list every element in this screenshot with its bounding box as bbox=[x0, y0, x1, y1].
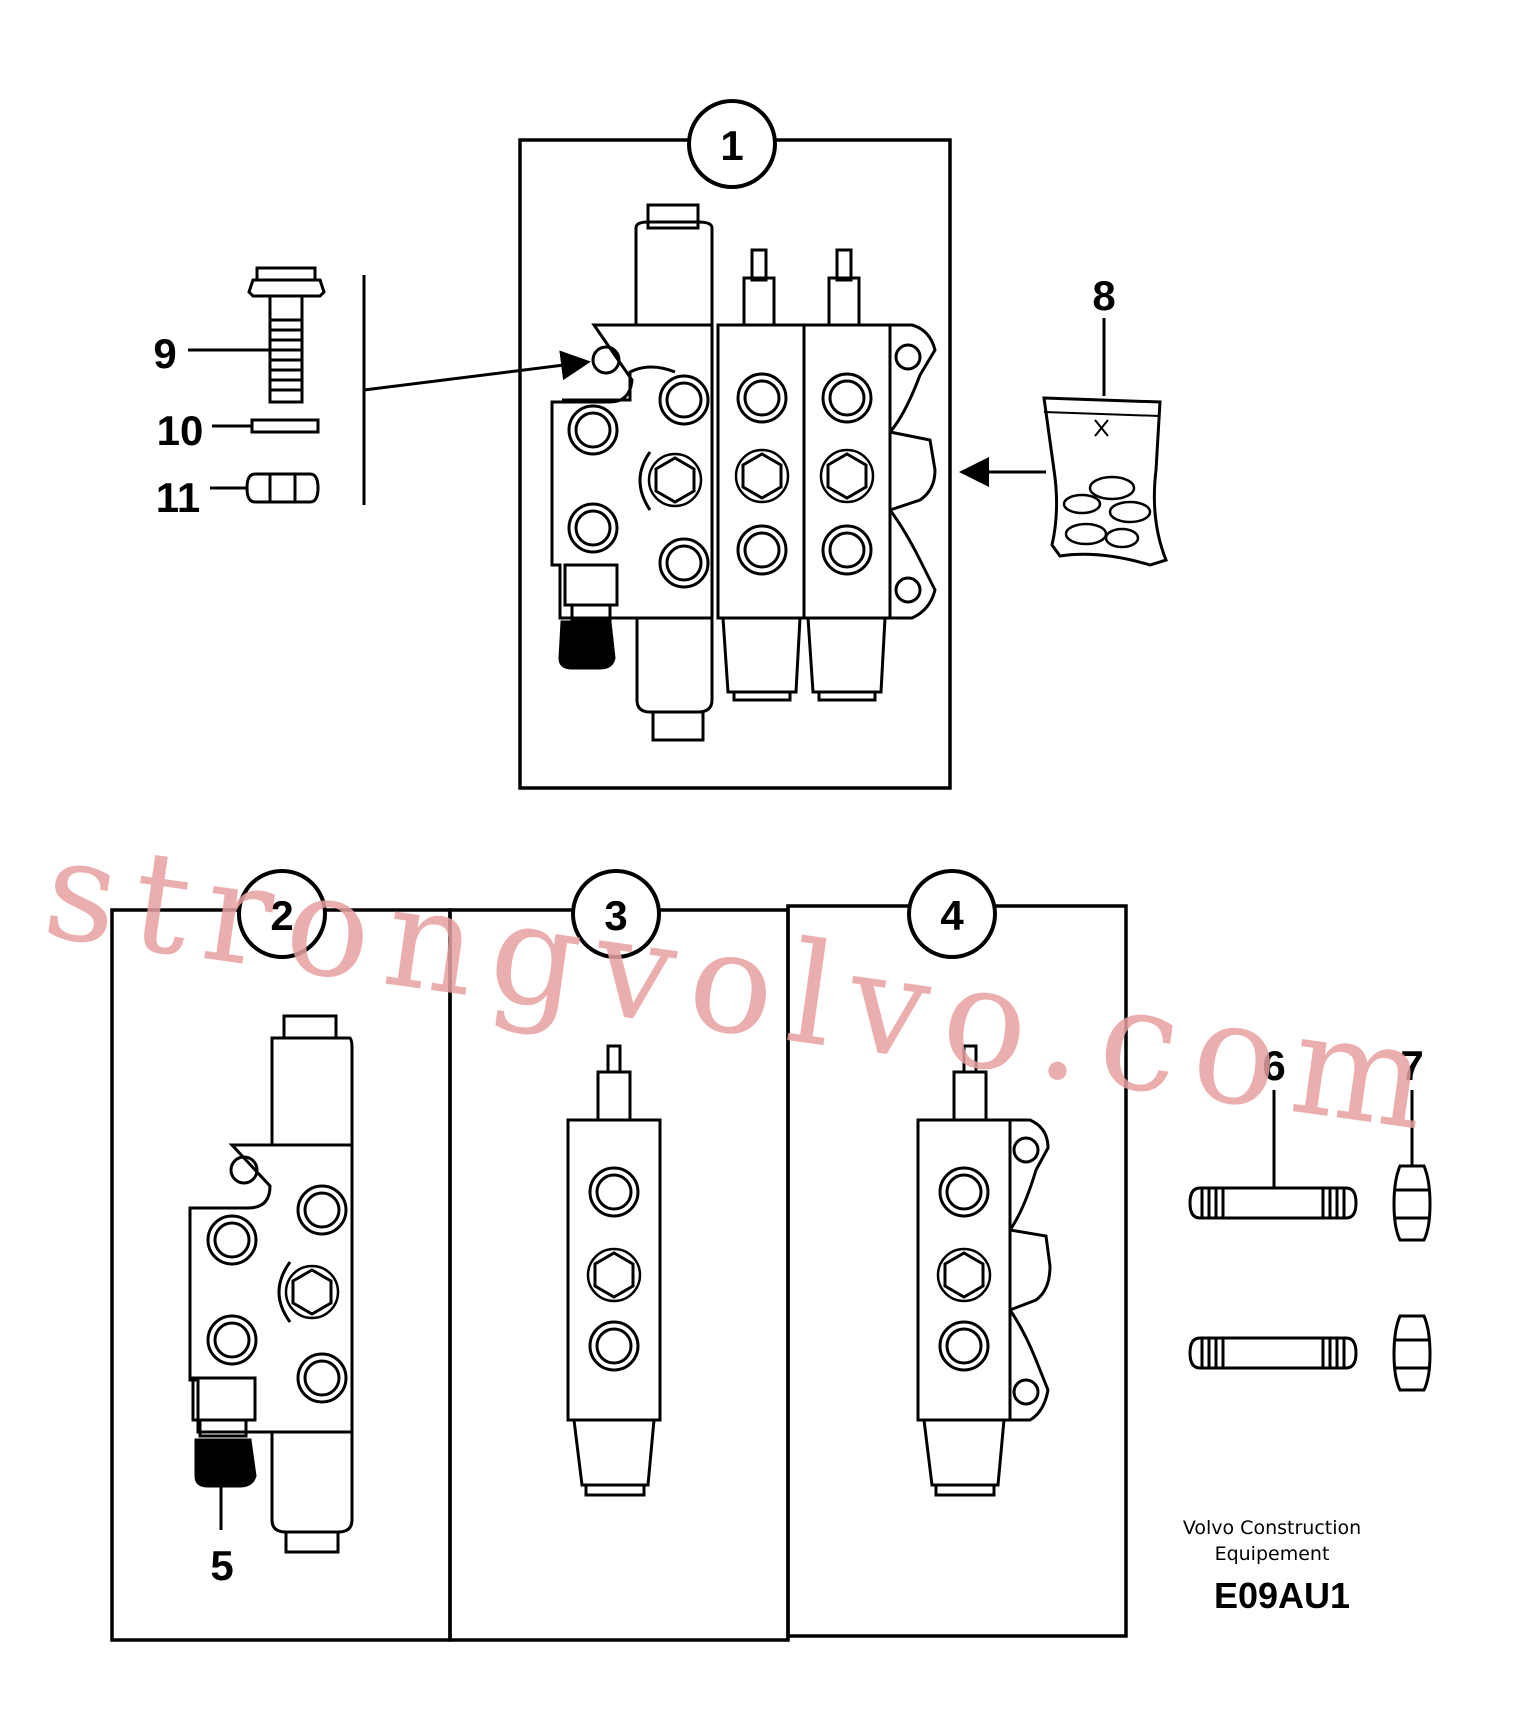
callout-3: 3 bbox=[604, 892, 627, 939]
outlet-section-box-4: 4 bbox=[786, 869, 1128, 1638]
callout-6: 6 bbox=[1262, 1042, 1285, 1089]
credit-line-1: Volvo Construction bbox=[1183, 1517, 1361, 1539]
credit-line-2: Equipement bbox=[1215, 1543, 1330, 1565]
assembly-box-1: 1 bbox=[518, 99, 952, 790]
seal-kit-8: 8 bbox=[959, 272, 1168, 567]
nut-11 bbox=[245, 472, 320, 504]
inlet-section bbox=[550, 203, 714, 742]
callout-1: 1 bbox=[720, 122, 743, 169]
nut-7-upper bbox=[1392, 1164, 1432, 1242]
callout-8: 8 bbox=[1092, 272, 1115, 319]
fastener-leader-arrow bbox=[363, 350, 591, 392]
callout-2: 2 bbox=[270, 892, 293, 939]
tie-rod-kit bbox=[1188, 1164, 1432, 1392]
callout-10: 10 bbox=[157, 407, 204, 454]
callout-7: 7 bbox=[1400, 1042, 1423, 1089]
nut-7-lower bbox=[1392, 1314, 1432, 1392]
drawing-code: E09AU1 bbox=[1214, 1575, 1350, 1616]
working-section-2 bbox=[802, 248, 937, 702]
fastener-group: 9 10 11 bbox=[153, 266, 591, 521]
bolt-9 bbox=[247, 266, 326, 404]
working-section-1 bbox=[716, 248, 806, 702]
callout-5: 5 bbox=[210, 1542, 233, 1589]
callout-11: 11 bbox=[156, 474, 200, 521]
watermark: strongvolvo.com bbox=[35, 807, 1452, 1164]
callout-9: 9 bbox=[153, 330, 176, 377]
tie-rod-6-upper bbox=[1188, 1186, 1358, 1220]
tie-rod-6-lower bbox=[1188, 1336, 1358, 1370]
washer-10 bbox=[250, 418, 320, 434]
callout-4: 4 bbox=[940, 892, 964, 939]
